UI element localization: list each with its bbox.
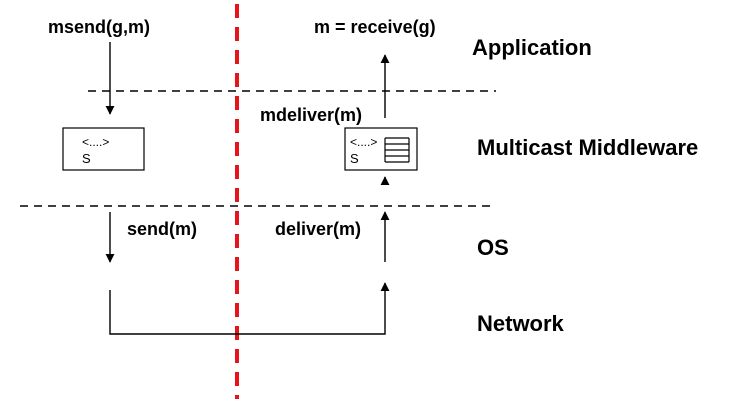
network-path xyxy=(109,282,390,335)
layer-network-label: Network xyxy=(477,311,565,336)
sender-state-label: S xyxy=(82,151,91,166)
layer-application-label: Application xyxy=(472,35,592,60)
receiver-sequence-vector: <....> xyxy=(350,135,377,149)
deliver-label: deliver(m) xyxy=(275,219,361,239)
sender-sequence-vector: <....> xyxy=(82,135,109,149)
receiver-state-label: S xyxy=(350,151,359,166)
holdback-queue-icon xyxy=(384,137,410,163)
layer-middleware-label: Multicast Middleware xyxy=(477,135,698,160)
send-label: send(m) xyxy=(127,219,197,239)
msend-label: msend(g,m) xyxy=(48,17,150,37)
receiver-middleware-box: <....> S xyxy=(344,127,418,171)
mdeliver-label: mdeliver(m) xyxy=(260,105,362,125)
sender-middleware-box: <....> S xyxy=(62,127,145,171)
layer-os-label: OS xyxy=(477,235,509,260)
receive-label: m = receive(g) xyxy=(314,17,436,37)
